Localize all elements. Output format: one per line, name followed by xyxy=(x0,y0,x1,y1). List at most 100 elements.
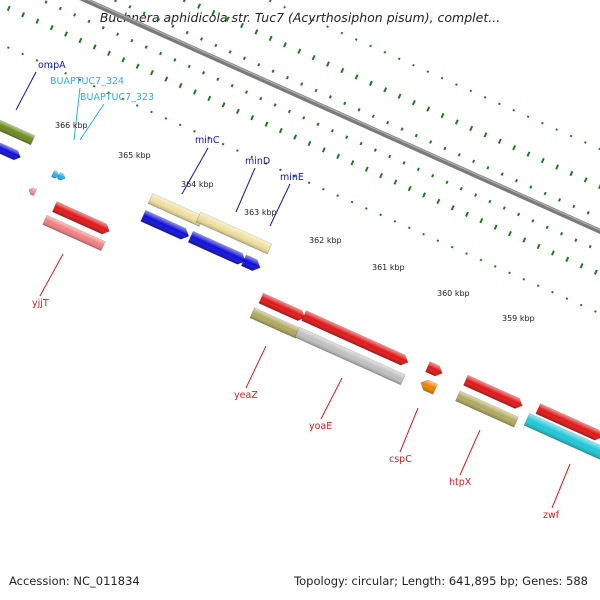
tick-mark xyxy=(526,115,530,119)
gene-label-zwf[interactable]: zwf xyxy=(543,510,560,521)
gene-label-yeaZ[interactable]: yeaZ xyxy=(234,390,258,401)
tick-mark xyxy=(364,166,369,172)
tick-mark xyxy=(240,22,244,29)
tick-mark xyxy=(583,177,588,183)
tick-mark xyxy=(365,207,368,210)
gene-feature-shading xyxy=(420,379,438,395)
tick-mark xyxy=(459,186,463,191)
gene-label-cspC[interactable]: cspC xyxy=(389,454,412,465)
tick-mark xyxy=(336,194,340,197)
gene-feature-zwf xyxy=(523,413,600,461)
tick-mark xyxy=(150,69,154,76)
tick-mark xyxy=(350,200,354,204)
tick-mark xyxy=(512,145,517,151)
tick-mark xyxy=(135,104,139,107)
gene-feature-shading xyxy=(196,211,272,255)
tick-mark xyxy=(541,121,544,125)
tick-mark xyxy=(49,65,53,69)
tick-mark xyxy=(221,102,226,108)
tick-mark xyxy=(250,155,254,159)
gene-label-yjjT[interactable]: yjjT xyxy=(32,298,49,309)
tick-mark xyxy=(178,82,183,89)
tick-mark xyxy=(228,50,232,54)
tick-mark xyxy=(307,181,311,185)
tick-mark xyxy=(515,178,519,183)
kbp-ticks xyxy=(6,0,600,313)
tick-mark xyxy=(472,159,476,164)
leader-yeaZ xyxy=(245,345,267,389)
gene-feature-minD xyxy=(187,230,246,265)
tick-mark xyxy=(550,250,555,256)
tick-mark xyxy=(483,132,488,138)
tick-mark xyxy=(171,24,175,28)
gene-feature-shading xyxy=(188,231,246,265)
tick-mark xyxy=(207,95,212,102)
tick-mark xyxy=(92,44,97,50)
tick-mark xyxy=(397,57,401,61)
tick-mark xyxy=(164,76,169,82)
gene-label-minD[interactable]: minD xyxy=(245,156,270,167)
tick-mark xyxy=(383,51,387,54)
tick-mark xyxy=(244,90,249,94)
tick-mark xyxy=(221,142,225,146)
tick-mark xyxy=(173,58,177,62)
tick-mark xyxy=(340,31,344,35)
leader-ompA xyxy=(15,71,37,111)
tick-mark xyxy=(35,18,40,24)
tick-mark xyxy=(526,151,531,157)
gene-label-minC[interactable]: minC xyxy=(195,135,220,146)
tick-mark xyxy=(407,185,412,192)
tick-mark xyxy=(330,128,334,133)
kbp-label-363: 363 kbp xyxy=(244,208,277,217)
tick-mark xyxy=(164,117,168,120)
tick-mark xyxy=(483,96,487,99)
gene-label-htpX[interactable]: htpX xyxy=(449,477,472,488)
tick-mark xyxy=(422,192,426,198)
tick-mark xyxy=(579,263,584,269)
tick-mark xyxy=(197,3,202,9)
tick-mark xyxy=(416,167,420,172)
tick-mark xyxy=(393,220,397,223)
tick-mark xyxy=(340,67,345,74)
tick-mark xyxy=(343,101,347,106)
leader-cspC xyxy=(399,407,419,453)
leader-minE xyxy=(269,183,291,227)
tick-mark xyxy=(426,106,431,112)
gene-label-ompA[interactable]: ompA xyxy=(38,60,66,71)
gene-label-minE[interactable]: minE xyxy=(280,172,304,183)
tick-mark xyxy=(328,95,332,99)
gene-label-yoaE[interactable]: yoaE xyxy=(309,421,332,432)
gene-label-buaptuc7-324[interactable]: BUAPTUC7_324 xyxy=(50,76,124,87)
tick-mark xyxy=(135,63,140,69)
tick-mark xyxy=(493,224,498,230)
tick-mark xyxy=(107,91,110,94)
tick-mark xyxy=(397,93,402,99)
tick-mark xyxy=(429,140,433,144)
tick-mark xyxy=(182,0,187,3)
gene-feature-ompA-strand xyxy=(0,137,21,161)
tick-mark xyxy=(297,48,302,54)
tick-mark xyxy=(121,97,125,101)
tick-mark xyxy=(569,134,573,138)
gene-feature-htpX xyxy=(455,390,519,428)
gene-feature-minC-cds xyxy=(147,193,205,227)
kbp-label-366: 366 kbp xyxy=(55,121,88,130)
gene-feature-ompA xyxy=(0,114,36,146)
gene-label-buaptuc7-323[interactable]: BUAPTUC7_323 xyxy=(80,92,154,103)
gene-feature-shading xyxy=(535,403,600,441)
tick-mark xyxy=(326,61,330,67)
tick-mark xyxy=(159,51,163,56)
gene-feature-shading xyxy=(258,293,305,321)
genome-summary-text: Topology: circular; Length: 641,895 bp; … xyxy=(294,574,588,588)
tick-mark xyxy=(326,25,329,28)
tick-mark xyxy=(536,284,540,288)
leader-zwf xyxy=(551,463,571,509)
tick-mark xyxy=(73,13,77,17)
tick-mark xyxy=(386,120,390,125)
tick-mark xyxy=(536,243,541,250)
tick-mark xyxy=(150,110,153,114)
gene-feature-shading xyxy=(0,138,21,160)
tick-mark xyxy=(379,172,384,179)
tick-mark xyxy=(400,127,404,131)
gene-feature-zwf-top xyxy=(535,403,600,441)
